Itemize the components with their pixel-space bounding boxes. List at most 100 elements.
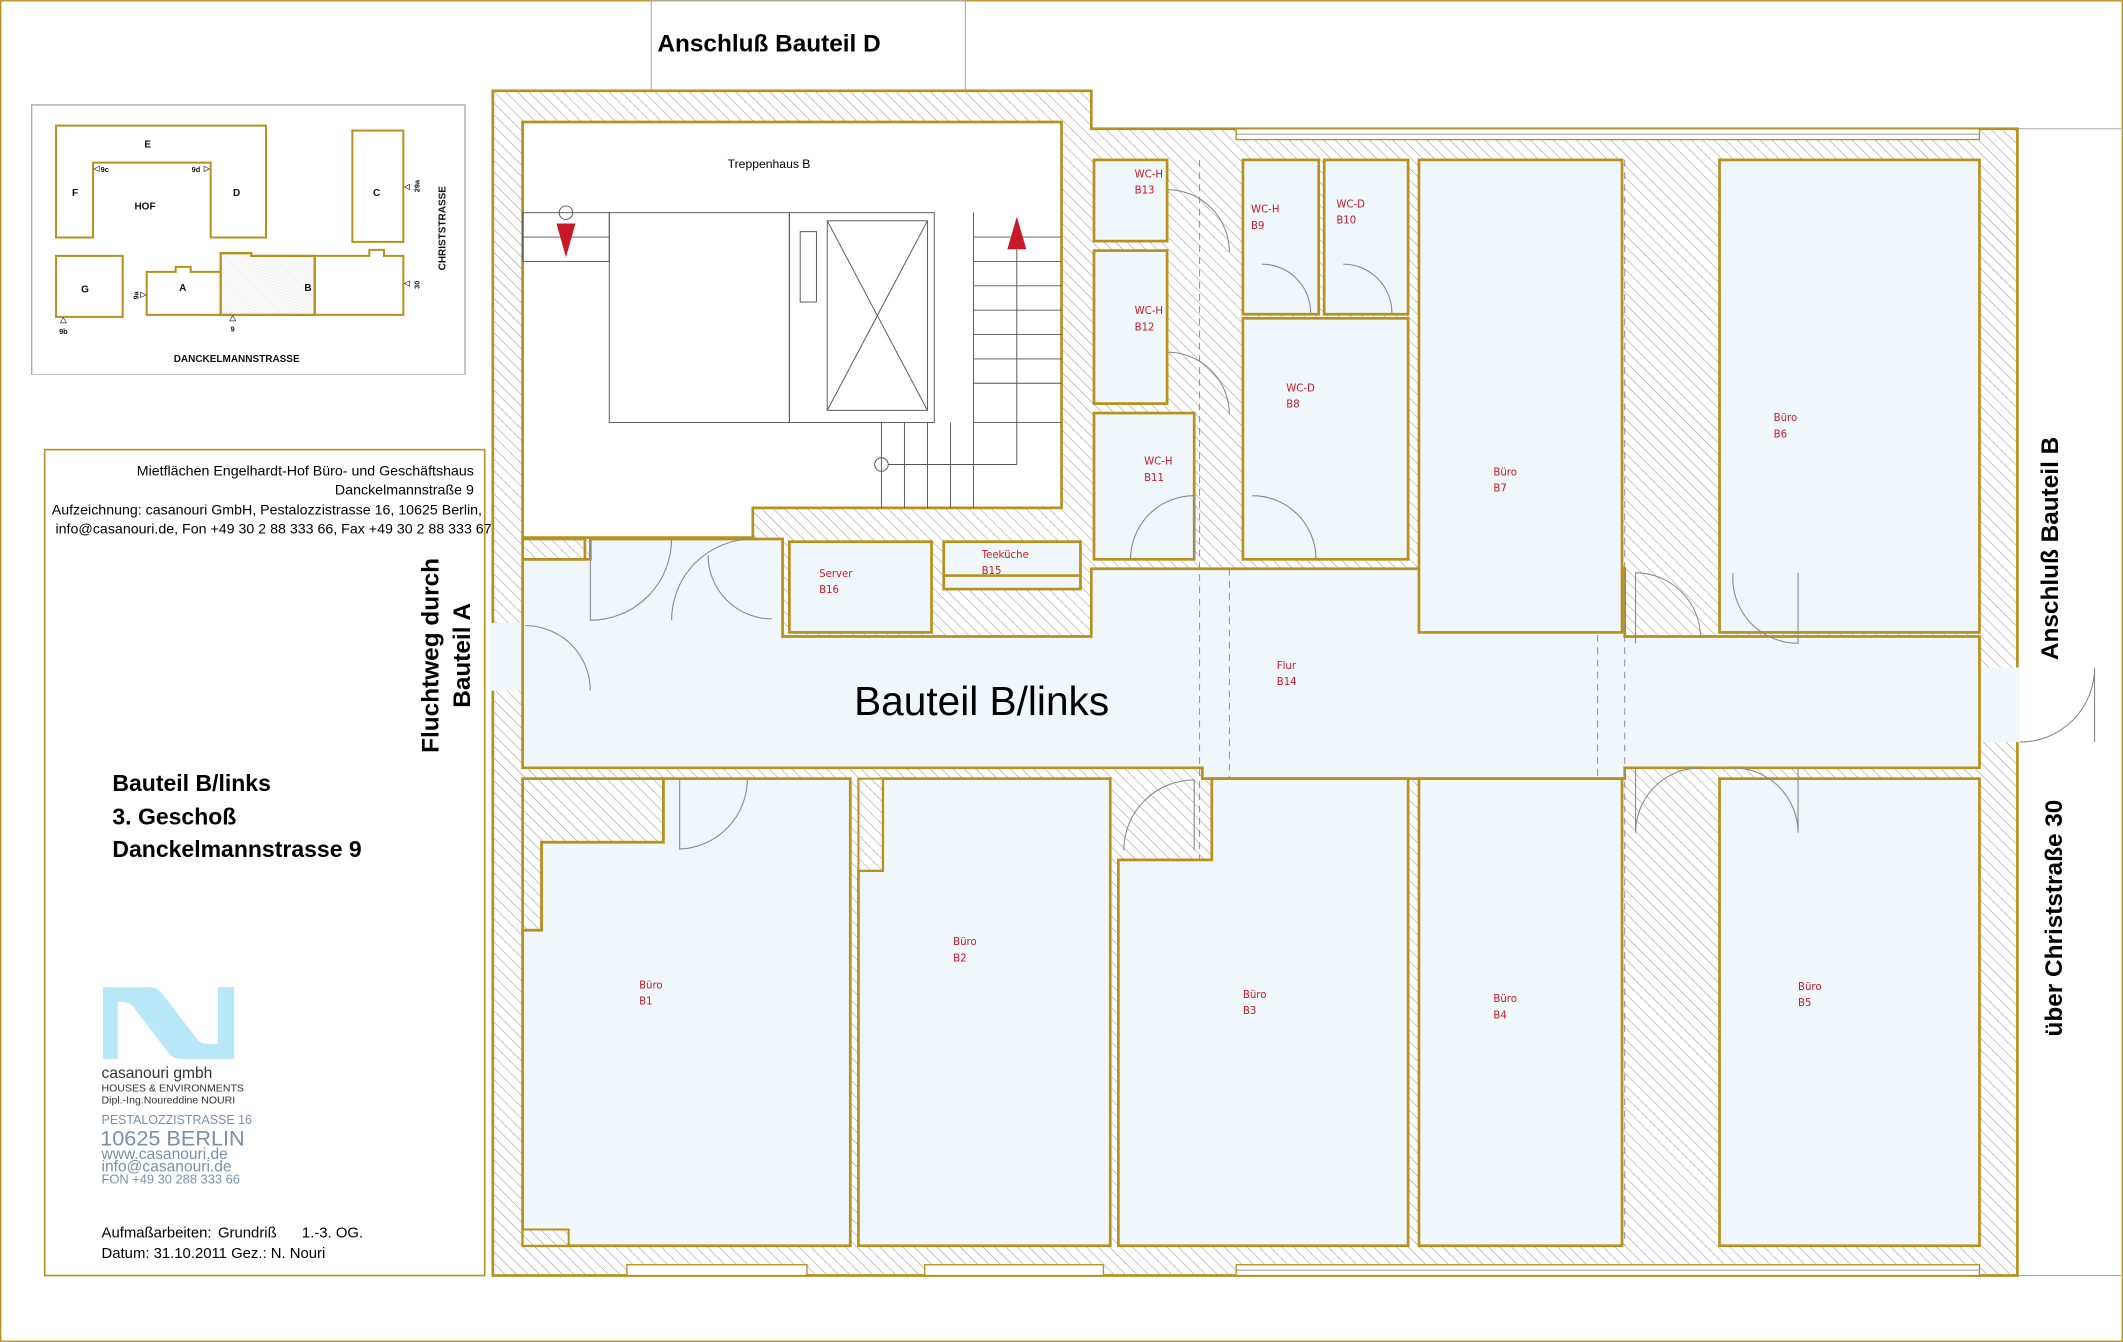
- drawing-floor: 3. Geschoß: [112, 804, 236, 830]
- room-id-label: B1: [639, 997, 652, 1008]
- room-id-label: B10: [1336, 216, 1356, 227]
- entrance-9b: 9b: [59, 327, 68, 336]
- room-labels: WC-HB13WC-HB12WC-HB11WC-HB9WC-DB10WC-DB8…: [639, 169, 1822, 1021]
- room-id-label: B5: [1798, 998, 1811, 1009]
- room-wc-d-b8[interactable]: [1241, 316, 1410, 561]
- key-label-a: A: [179, 283, 186, 294]
- escape-route-label-1: Fluchtweg durch: [418, 558, 445, 753]
- room-id-label: B8: [1286, 400, 1299, 411]
- building-g: [55, 254, 124, 318]
- room-name-label: Server: [819, 569, 853, 580]
- room-name-label: Flur: [1277, 661, 1297, 672]
- room-id-label: B16: [819, 585, 839, 596]
- entrance-9c: 9c: [101, 165, 109, 174]
- info-line-3: Aufzeichnung: casanouri GmbH, Pestalozzi…: [52, 503, 482, 519]
- street-christstrasse: CHRISTSTRASSE: [438, 186, 449, 271]
- room-name-label: WC-H: [1135, 306, 1163, 317]
- room-wc-h-b11[interactable]: [1092, 411, 1196, 561]
- company-city: 10625 BERLIN: [100, 1126, 244, 1151]
- building-c: [351, 129, 405, 243]
- room-name-label: Büro: [1243, 990, 1267, 1001]
- entrance-9: 9: [231, 325, 235, 334]
- entrance-29a: 29a: [412, 179, 421, 192]
- room-wc-h-b13[interactable]: [1092, 158, 1169, 243]
- building-a: [145, 265, 222, 316]
- room-buero-b1[interactable]: [521, 777, 852, 1248]
- room-name-label: WC-H: [1144, 457, 1172, 468]
- entrance-30: 30: [412, 281, 421, 289]
- drawing-address: Danckelmannstrasse 9: [112, 836, 361, 862]
- room-name-label: Büro: [1774, 413, 1798, 424]
- plan-title: Bauteil B/links: [854, 678, 1109, 724]
- room-name-label: Büro: [1798, 982, 1822, 993]
- drawing-title: Bauteil B/links: [112, 770, 270, 796]
- info-line-1: Mietflächen Engelhardt-Hof Büro- und Ges…: [137, 463, 474, 479]
- room-buero-b3[interactable]: [1117, 777, 1410, 1248]
- room-teekueche-b15[interactable]: [942, 540, 1082, 591]
- company-email-link[interactable]: info@casanouri.de: [102, 1158, 232, 1175]
- stairwell: Treppenhaus B: [521, 120, 1063, 539]
- company-phone: FON +49 30 288 333 66: [102, 1171, 240, 1186]
- entrance-9d: 9d: [192, 165, 201, 174]
- room-id-label: B7: [1493, 484, 1506, 495]
- building-b-highlight: [219, 252, 316, 317]
- room-name-label: WC-D: [1286, 383, 1315, 394]
- room-name-label: Büro: [639, 981, 663, 992]
- room-wc-h-b12[interactable]: [1092, 249, 1169, 405]
- room-buero-b6[interactable]: [1718, 158, 1981, 634]
- room-id-label: B11: [1144, 473, 1164, 484]
- room-id-label: B14: [1277, 677, 1297, 688]
- company-person: Dipl.-Ing.Noureddine NOURI: [102, 1095, 236, 1107]
- connection-right-label: Anschluß Bauteil B: [2037, 437, 2064, 660]
- work-label: Aufmaßarbeiten:: [102, 1226, 212, 1242]
- room-name-label: WC-D: [1336, 199, 1365, 210]
- info-line-4: info@casanouri.de, Fon +49 30 2 88 333 6…: [56, 522, 492, 538]
- key-plan: E F HOF D C G A B 9c 9d 29a 30 9a 9b 9 C…: [31, 104, 466, 375]
- key-label-g: G: [81, 285, 89, 296]
- connection-top-label: Anschluß Bauteil D: [657, 31, 880, 58]
- room-id-label: B6: [1774, 429, 1787, 440]
- room-id-label: B3: [1243, 1006, 1256, 1017]
- key-label-b: B: [304, 283, 311, 294]
- work-type: Grundriß: [218, 1226, 277, 1242]
- company-street: PESTALOZZISTRASSE 16: [102, 1113, 253, 1127]
- company-tagline: HOUSES & ENVIRONMENTS: [102, 1082, 244, 1094]
- via-street-label: über Christstraße 30: [2041, 800, 2068, 1037]
- room-buero-b4[interactable]: [1417, 777, 1624, 1248]
- door-swings: [525, 189, 2096, 851]
- stairwell-label: Treppenhaus B: [728, 157, 811, 171]
- elevator: [788, 212, 935, 424]
- entrance-9a: 9a: [131, 290, 140, 299]
- room-id-label: B4: [1493, 1010, 1506, 1021]
- stairs-down-arrow-icon: [556, 223, 576, 258]
- company-web-link[interactable]: www.casanouri.de: [101, 1146, 228, 1163]
- street-danckelmannstrasse: DANCKELMANNSTRASSE: [174, 354, 300, 365]
- stairs-up-arrow-icon: [1007, 216, 1027, 250]
- room-buero-b7[interactable]: [1417, 158, 1624, 634]
- room-id-label: B9: [1251, 221, 1264, 232]
- room-name-label: WC-H: [1135, 169, 1163, 180]
- company-logo: [102, 987, 235, 1059]
- room-id-label: B15: [982, 566, 1002, 577]
- room-name-label: Büro: [953, 937, 977, 948]
- title-block: Mietflächen Engelhardt-Hof Büro- und Ges…: [43, 448, 492, 1277]
- room-server-b16[interactable]: [788, 540, 933, 634]
- date-line: Datum: 31.10.2011 Gez.: N. Nouri: [102, 1246, 326, 1262]
- room-wc-d-b10[interactable]: [1322, 158, 1410, 316]
- room-id-label: B12: [1135, 322, 1155, 333]
- escape-route-label-2: Bauteil A: [449, 603, 476, 708]
- room-name-label: Teeküche: [981, 550, 1029, 561]
- key-label-e: E: [144, 140, 151, 151]
- room-name-label: Büro: [1493, 994, 1517, 1005]
- key-label-hof: HOF: [134, 202, 155, 213]
- room-buero-b2[interactable]: [857, 777, 1112, 1248]
- info-line-2: Danckelmannstraße 9: [335, 482, 474, 498]
- key-label-f: F: [72, 188, 78, 199]
- room-name-label: Büro: [1493, 467, 1517, 478]
- room-wc-h-b9[interactable]: [1241, 158, 1321, 316]
- room-buero-b5[interactable]: [1718, 777, 1981, 1248]
- room-name-label: WC-H: [1251, 205, 1279, 216]
- room-id-label: B2: [953, 953, 966, 964]
- building-b-right: [313, 248, 405, 316]
